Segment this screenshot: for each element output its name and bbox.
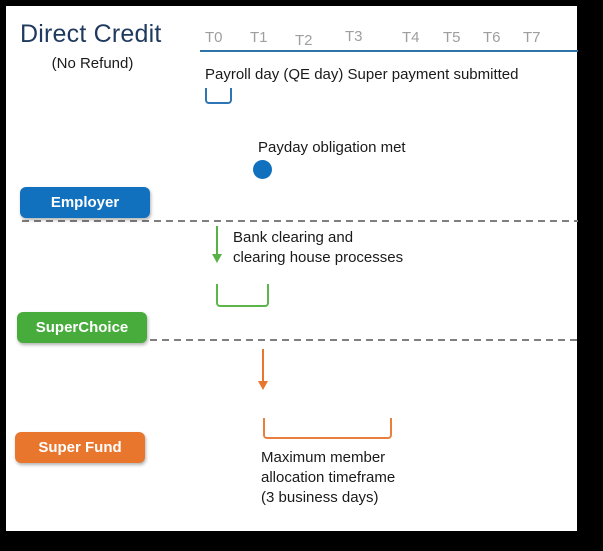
lane-employer: Employer (20, 187, 150, 218)
payroll-submitted-label: Payroll day (QE day) Super payment submi… (205, 66, 519, 83)
timeline-tick-t7: T7 (523, 29, 541, 46)
timeline-tick-t2: T2 (295, 32, 313, 49)
bank-clearing-arrow-head (212, 254, 222, 263)
allocation-arrow-line (262, 349, 264, 382)
timeline-axis-line (200, 50, 578, 52)
bank-clearing-label: Bank clearing and clearing house process… (233, 228, 403, 268)
bank-clearing-arrow-line (216, 226, 218, 255)
member-allocation-line3: (3 business days) (261, 489, 379, 506)
page-title: Direct Credit (20, 20, 162, 48)
timeline-tick-t6: T6 (483, 29, 501, 46)
lane-superchoice: SuperChoice (17, 312, 147, 343)
timeline-tick-t4: T4 (402, 29, 420, 46)
bank-clearing-line2: clearing house processes (233, 249, 404, 266)
member-allocation-label: Maximum member allocation timeframe (3 b… (261, 448, 395, 508)
member-allocation-line2: allocation timeframe (261, 469, 396, 486)
timeline-tick-t1: T1 (250, 29, 268, 46)
allocation-duration-bracket (263, 418, 392, 439)
superchoice-lane-divider (150, 339, 578, 341)
payday-obligation-label: Payday obligation met (258, 139, 406, 156)
member-allocation-line1: Maximum member (261, 449, 386, 466)
allocation-arrow-head (258, 381, 268, 390)
payday-obligation-marker (253, 160, 272, 179)
page-subtitle: (No Refund) (51, 55, 134, 72)
timeline-tick-t3: T3 (345, 28, 363, 45)
clearing-duration-bracket (216, 284, 269, 307)
timeline-tick-t5: T5 (443, 29, 461, 46)
payroll-duration-bracket (205, 88, 232, 104)
bank-clearing-line1: Bank clearing and (233, 229, 354, 246)
timeline-tick-t0: T0 (205, 29, 223, 46)
employer-lane-divider (22, 220, 578, 222)
lane-superfund: Super Fund (15, 432, 145, 463)
